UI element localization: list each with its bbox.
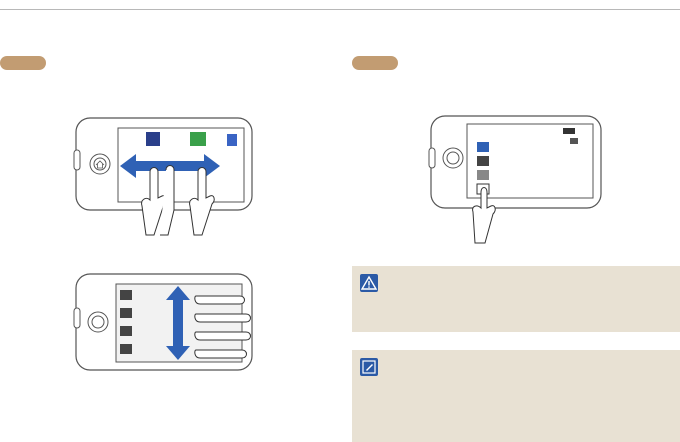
top-divider [0,9,680,10]
illustration-horizontal-swipe [73,117,253,236]
double-arrow-vertical-icon [166,286,190,360]
caution-notice [352,266,680,332]
caution-triangle-icon [360,274,378,292]
illustration-vertical-swipe [73,273,253,371]
illustration-tap-icon [428,115,602,244]
note-pencil-icon [360,358,378,376]
step-pill-left [0,56,46,70]
home-icon [93,157,107,171]
note-notice [352,350,680,442]
step-pill-right [352,56,398,70]
